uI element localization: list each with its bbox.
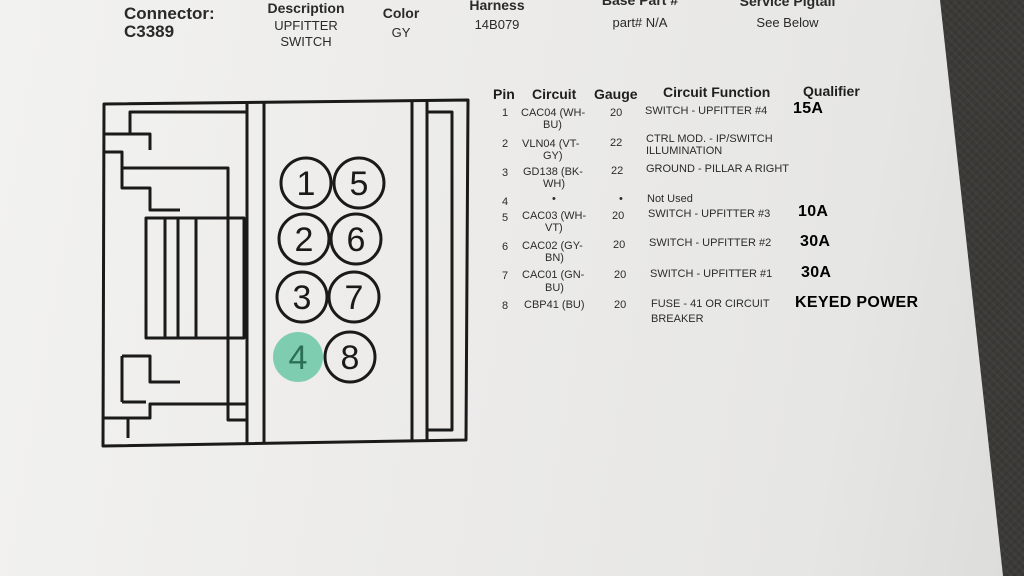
qualifier: 30A [801, 264, 832, 281]
pin-1-label: 1 [297, 165, 316, 203]
circuit-code-cont: VT) [545, 222, 563, 234]
circuit-code: CAC03 (WH- [522, 210, 587, 222]
service-pigtail-label: Service Pigtail [739, 0, 836, 9]
service-pigtail-value: See Below [756, 15, 819, 30]
pin-8-circle [323, 330, 377, 384]
connector-housing-outline [101, 98, 470, 448]
pin-7-circle [327, 270, 381, 324]
pin-2-label: 2 [295, 221, 314, 259]
circuit-function: GROUND - PILLAR A RIGHT [646, 163, 790, 175]
pin-3-label: 3 [293, 279, 312, 317]
circuit-function: SWITCH - UPFITTER #2 [649, 237, 772, 249]
circuit-function-cont: BREAKER [651, 313, 704, 325]
connector-label: Connector: [124, 4, 215, 23]
pin-number: 2 [502, 138, 509, 150]
header-circuit-function: Circuit Function [663, 84, 771, 100]
circuit-function: FUSE - 41 OR CIRCUIT [651, 298, 770, 310]
circuit-code: • [552, 193, 556, 205]
harness-label: Harness [469, 0, 525, 13]
wire-gauge: 20 [614, 299, 627, 311]
pin-number: 1 [502, 107, 509, 119]
wire-gauge: 20 [612, 210, 625, 222]
description-line2: SWITCH [280, 34, 332, 49]
circuit-code: CBP41 (BU) [524, 299, 585, 311]
pin-number: 3 [502, 167, 509, 179]
pin-5-circle [332, 156, 386, 210]
circuit-code: GD138 (BK- [523, 166, 583, 178]
qualifier: 10A [798, 203, 829, 220]
color-value: GY [391, 25, 411, 40]
pin-1-circle [279, 156, 333, 210]
pin-4-label: 4 [289, 339, 308, 377]
header-pin: Pin [493, 86, 515, 102]
color-label: Color [382, 5, 420, 21]
pin-8-label: 8 [341, 339, 360, 377]
circuit-code: CAC04 (WH- [521, 107, 586, 119]
circuit-function: CTRL MOD. - IP/SWITCH [646, 133, 773, 145]
pin-number: 8 [502, 300, 509, 312]
pin-number: 6 [502, 241, 509, 253]
qualifier: KEYED POWER [795, 294, 919, 311]
pin-3-circle [275, 270, 329, 324]
header-qualifier: Qualifier [803, 83, 860, 99]
pin-6-label: 6 [347, 221, 366, 259]
wire-gauge: 22 [611, 165, 624, 177]
circuit-code-cont: BU) [545, 282, 564, 294]
circuit-function: SWITCH - UPFITTER #4 [645, 105, 768, 117]
wire-gauge: 20 [613, 239, 626, 251]
header-gauge: Gauge [594, 86, 638, 102]
circuit-code-cont: BN) [545, 252, 564, 264]
circuit-code-cont: WH) [543, 178, 565, 190]
pin-4-circle [273, 332, 323, 382]
circuit-function: Not Used [647, 193, 693, 205]
pin-number: 5 [502, 212, 509, 224]
base-part-value: part# N/A [612, 15, 668, 30]
circuit-code: CAC02 (GY- [522, 240, 583, 252]
circuit-code: VLN04 (VT- [522, 138, 580, 150]
pin-5-label: 5 [350, 165, 369, 203]
wire-gauge: • [619, 193, 623, 205]
qualifier: 30A [800, 233, 831, 250]
circuit-function-cont: ILLUMINATION [646, 145, 723, 157]
pin-number: 4 [502, 196, 509, 208]
harness-value: 14B079 [474, 17, 520, 32]
description-line1: UPFITTER [274, 18, 338, 33]
pin-2-circle [277, 212, 331, 266]
wire-gauge: 20 [610, 107, 623, 119]
pin-number: 7 [502, 270, 509, 282]
circuit-code: CAC01 (GN- [522, 269, 585, 281]
circuit-code-cont: BU) [543, 119, 562, 131]
qualifier: 15A [793, 100, 824, 117]
pin-6-circle [329, 212, 383, 266]
description-label: Description [267, 0, 345, 16]
wire-gauge: 22 [610, 137, 623, 149]
header-circuit: Circuit [532, 86, 577, 102]
circuit-function: SWITCH - UPFITTER #3 [648, 208, 771, 220]
circuit-code-cont: GY) [543, 150, 563, 162]
pin-7-label: 7 [345, 279, 364, 317]
connector-id: C3389 [124, 22, 175, 41]
base-part-label: Base Part # [601, 0, 679, 8]
circuit-function: SWITCH - UPFITTER #1 [650, 268, 773, 280]
wire-gauge: 20 [614, 269, 627, 281]
